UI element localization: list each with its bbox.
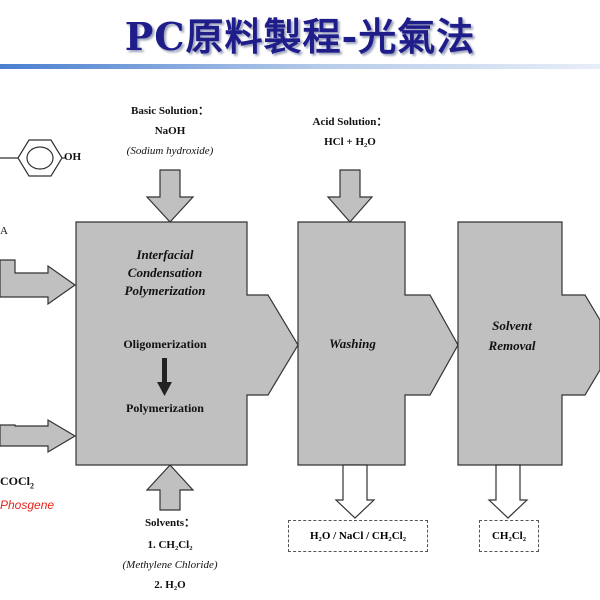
solvent-removal-box [457, 221, 600, 466]
phosgene-formula: COCl2 [0, 474, 34, 491]
phosgene-input-arrow [0, 418, 77, 454]
solvents-up-arrow [145, 464, 195, 511]
solvent-removal-line2: Removal [488, 338, 536, 353]
reactor-title-line2: Condensation [127, 265, 203, 280]
washing-label: Washing [329, 336, 376, 351]
solvent-removal-line1: Solvent [492, 318, 532, 333]
solvents-item2: 2. H₂O [154, 579, 186, 591]
benzene-inner-circle [26, 146, 54, 170]
polymerization-label: Polymerization [126, 401, 204, 415]
reactor-title: Interfacial Condensation Polymerization [90, 246, 240, 300]
title-divider [0, 64, 600, 69]
bpa-input-arrow [0, 259, 77, 306]
acid-solution-title: Acid Solution： [312, 116, 388, 128]
phosgene-formula-sub: 2 [30, 481, 34, 491]
benzene-ring [17, 139, 63, 177]
reactor-title-line1: Interfacial [136, 247, 194, 262]
basic-solution-formula: NaOH [154, 125, 186, 137]
acid-solution-formula: HCl + H₂O [324, 136, 376, 148]
removal-outlet-arrow [487, 464, 529, 519]
reactor-box [75, 221, 299, 466]
solvents-item1: 1. CH₂Cl₂ [147, 539, 193, 551]
basic-solution-title: Basic Solution： [131, 105, 209, 117]
solvents-item1-name: (Methylene Chloride) [122, 559, 218, 571]
oh-group-label: OH [64, 151, 82, 163]
solvent-removal-label: Solvent Removal [460, 316, 564, 356]
bpa-fragment-label: A [0, 225, 8, 237]
oligomerization-label: Oligomerization [123, 337, 207, 351]
basic-solution-name: (Sodium hydroxide) [126, 145, 214, 157]
washing-outlet-arrow [334, 464, 376, 519]
step-arrow-head [157, 382, 172, 396]
page-title: PC原料製程-光氣法 [124, 14, 476, 59]
reactor-title-line3: Polymerization [124, 283, 206, 298]
step-arrow-shaft [162, 358, 167, 384]
washing-output-box: H₂O / NaCl / CH₂Cl₂ [288, 520, 428, 552]
phosgene-name: Phosgene [0, 498, 55, 512]
acid-down-arrow [326, 169, 374, 223]
removal-output-box: CH₂Cl₂ [479, 520, 539, 552]
solvents-title: Solvents： [144, 517, 196, 529]
naoh-down-arrow [145, 169, 195, 223]
